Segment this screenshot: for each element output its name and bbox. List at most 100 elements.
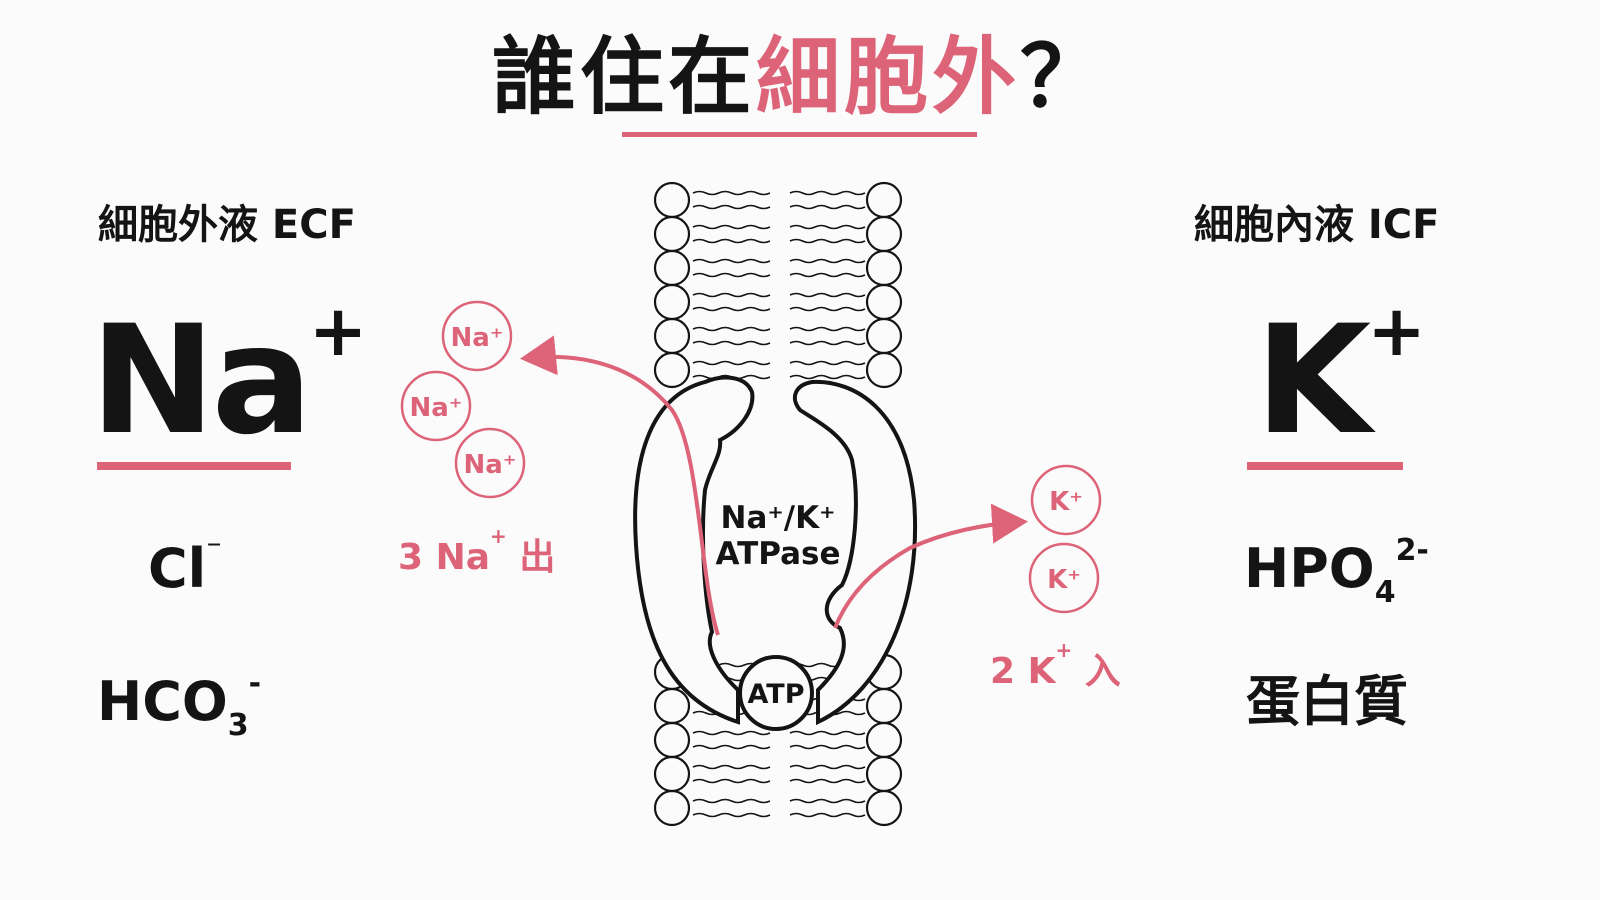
lipid-head-right bbox=[865, 351, 903, 389]
icf-ion-phosphate-base: HPO bbox=[1244, 537, 1375, 600]
ecf-main-ion: Na+ bbox=[90, 296, 367, 456]
lipid-tail-left bbox=[692, 238, 771, 244]
lipid-head-left bbox=[653, 721, 691, 759]
title-part-1: 誰住在 bbox=[491, 28, 756, 126]
lipid-tail-left bbox=[692, 292, 771, 298]
lipid-head-right bbox=[865, 755, 903, 793]
lipid-tail-left bbox=[692, 730, 771, 736]
na-ion-circle bbox=[400, 370, 472, 442]
lipid-tail-left bbox=[692, 224, 771, 230]
lipid-head-right bbox=[865, 181, 903, 219]
lipid-tail-right bbox=[789, 340, 866, 346]
icf-main-ion: K+ bbox=[1255, 296, 1426, 456]
ecf-ion-bicarbonate-charge: - bbox=[248, 666, 262, 701]
lipid-head-left bbox=[653, 789, 691, 827]
title-underline bbox=[622, 132, 977, 137]
ecf-ion-bicarbonate: HCO3 - bbox=[97, 669, 261, 741]
lipid-head-right bbox=[865, 789, 903, 827]
na-out-arrow bbox=[520, 335, 720, 636]
atp-circle bbox=[738, 655, 814, 731]
lipid-head-left bbox=[653, 687, 691, 725]
lipid-tail-left bbox=[692, 778, 771, 784]
lipid-tail-left bbox=[692, 258, 771, 264]
lipid-tail-right bbox=[789, 306, 866, 312]
lipid-bilayer bbox=[653, 181, 903, 827]
na-out-label-num: 3 Na bbox=[398, 537, 491, 578]
lipid-head-right bbox=[865, 283, 903, 321]
icf-ion-phosphate: HPO42- bbox=[1244, 536, 1429, 608]
lipid-tail-right bbox=[789, 812, 866, 818]
lipid-tail-left bbox=[692, 798, 771, 804]
lipid-head-right bbox=[865, 249, 903, 287]
lipid-tail-right bbox=[789, 764, 866, 770]
lipid-tail-left bbox=[692, 272, 771, 278]
icf-main-ion-charge: + bbox=[1367, 290, 1426, 372]
pump-name-line2: ATPase bbox=[715, 536, 840, 572]
lipid-tail-right bbox=[789, 744, 866, 750]
lipid-tail-right bbox=[789, 360, 866, 366]
lipid-tail-right bbox=[789, 730, 866, 736]
k-in-label-dir: 入 bbox=[1084, 651, 1121, 692]
k-ion-group: K⁺ K⁺ bbox=[1028, 464, 1102, 614]
ecf-main-ion-charge: + bbox=[308, 290, 368, 372]
pump-protein-left-half bbox=[633, 375, 755, 725]
pump-name-line1: Na⁺/K⁺ bbox=[721, 500, 836, 536]
lipid-head-left bbox=[653, 249, 691, 287]
ecf-ion-chloride: Cl⁻ bbox=[148, 536, 222, 596]
na-out-label: 3 Na+ 出 bbox=[398, 524, 556, 580]
k-ion-label: K⁺ bbox=[1049, 487, 1083, 517]
na-ion-label: Na⁺ bbox=[463, 450, 516, 480]
ecf-ion-bicarbonate-sub: 3 bbox=[227, 708, 249, 743]
lipid-head-left bbox=[653, 351, 691, 389]
lipid-head-left bbox=[653, 317, 691, 355]
lipid-tail-right bbox=[789, 204, 866, 210]
lipid-tail-left bbox=[692, 340, 771, 346]
na-out-label-dir: 出 bbox=[519, 537, 556, 578]
k-ion-circle bbox=[1030, 464, 1102, 536]
na-ion-label: Na⁺ bbox=[450, 323, 503, 353]
lipid-tail-right bbox=[789, 798, 866, 804]
lipid-tail-left bbox=[692, 326, 771, 332]
ecf-ion-chloride-base: Cl bbox=[148, 537, 207, 600]
lipid-tail-right bbox=[789, 238, 866, 244]
lipid-head-right bbox=[865, 215, 903, 253]
ecf-main-ion-underline bbox=[97, 462, 291, 470]
k-in-label-charge: + bbox=[1055, 638, 1073, 662]
lipid-tail-right bbox=[789, 292, 866, 298]
page-title: 誰住在細胞外？ bbox=[0, 22, 1600, 132]
lipid-tail-right bbox=[789, 258, 866, 264]
lipid-tail-right bbox=[789, 374, 866, 380]
lipid-tail-right bbox=[789, 778, 866, 784]
lipid-head-right bbox=[865, 317, 903, 355]
lipid-tail-right bbox=[789, 272, 866, 278]
lipid-tail-right bbox=[789, 190, 866, 196]
lipid-head-left bbox=[653, 181, 691, 219]
lipid-tail-left bbox=[692, 190, 771, 196]
icf-ion-phosphate-sub: 4 bbox=[1374, 575, 1396, 610]
k-in-label: 2 K+ 入 bbox=[990, 638, 1121, 694]
atp-label: ATP bbox=[747, 679, 804, 710]
lipid-head-left bbox=[653, 215, 691, 253]
ecf-ion-chloride-charge: ⁻ bbox=[206, 533, 222, 568]
na-ion-circle bbox=[441, 300, 513, 372]
ecf-ion-bicarbonate-base: HCO bbox=[97, 670, 228, 733]
icf-heading: 細胞內液 ICF bbox=[1194, 202, 1440, 248]
k-ion-label: K⁺ bbox=[1047, 565, 1081, 595]
na-ion-group: Na⁺Na⁺Na⁺ bbox=[400, 300, 526, 499]
lipid-tail-right bbox=[789, 224, 866, 230]
ecf-main-ion-base: Na bbox=[90, 294, 313, 468]
lipid-tail-left bbox=[692, 360, 771, 366]
lipid-head-left bbox=[653, 283, 691, 321]
icf-ion-protein: 蛋白質 bbox=[1246, 670, 1408, 733]
icf-main-ion-underline bbox=[1247, 462, 1403, 470]
k-ion-circle bbox=[1028, 542, 1100, 614]
k-in-arrow bbox=[833, 503, 1028, 629]
pump-protein-right-half bbox=[792, 379, 917, 726]
lipid-tail-left bbox=[692, 744, 771, 750]
lipid-tail-left bbox=[692, 812, 771, 818]
lipid-tail-left bbox=[692, 204, 771, 210]
lipid-tail-left bbox=[692, 306, 771, 312]
title-part-3: ？ bbox=[1020, 28, 1109, 126]
na-ion-circle bbox=[454, 427, 526, 499]
lipid-head-left bbox=[653, 755, 691, 793]
